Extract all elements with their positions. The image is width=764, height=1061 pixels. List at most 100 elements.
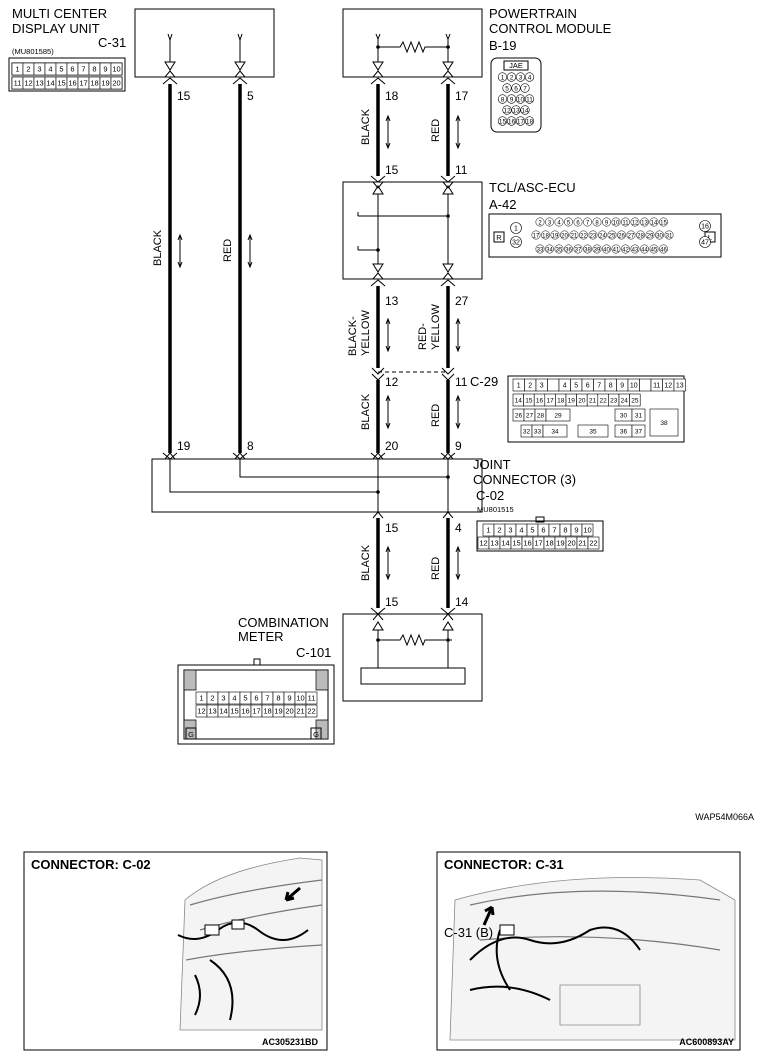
a42-pin-11: 11	[622, 221, 629, 227]
c29-pin-35-cell	[577, 424, 609, 438]
c31-pin-15: 15	[57, 79, 65, 88]
a42-pin-34: 34	[546, 248, 553, 254]
label-black-pcm: BLACK	[360, 108, 372, 145]
c29-pin-14: 14	[515, 397, 523, 404]
c101-pin-17: 17	[252, 707, 260, 716]
a42-pin-12-ring	[630, 217, 640, 227]
c31-pin-4: 4	[48, 65, 52, 74]
a42-pin-44-ring	[640, 244, 649, 254]
c02-pin-9: 9	[574, 526, 578, 535]
label-red-mcdu: RED	[222, 239, 234, 262]
a42-pin-40: 40	[603, 248, 610, 254]
c29-pin-25-cell	[629, 393, 641, 407]
a42-pin-41: 41	[613, 248, 620, 254]
a42-pin-2-ring	[535, 217, 545, 227]
c101-pin-2: 2	[210, 694, 214, 703]
mcdu-title-line1: MULTI CENTER	[12, 6, 107, 21]
a42-pin-4-ring	[554, 217, 564, 227]
a42-pin-31-ring	[664, 230, 674, 240]
label-red-pcm: RED	[430, 119, 442, 142]
c31-pin-13: 13	[35, 79, 43, 88]
label-black-meter: BLACK	[360, 544, 372, 581]
a42-pin-14-ring	[649, 217, 659, 227]
pcm-title-line1: POWERTRAIN	[489, 6, 577, 21]
c02-pin-3: 3	[508, 526, 512, 535]
c29-pin-15: 15	[525, 397, 533, 404]
a42-pin-39-ring	[592, 244, 602, 254]
b19-pin-3: 3	[519, 75, 523, 82]
signal-direction-arrows	[177, 114, 461, 581]
a42-pin-5: 5	[567, 221, 571, 227]
a42-pin-25: 25	[609, 234, 616, 240]
c31-pin-16: 16	[68, 79, 76, 88]
a42-side-pin-47: 47	[701, 240, 709, 247]
joint-bottom-terminals	[372, 511, 454, 519]
a42-side-pin-16: 16	[701, 224, 709, 231]
c101-pin-14: 14	[219, 707, 227, 716]
c02-pin-10-cell	[581, 523, 594, 537]
c29-pin-4: 4	[563, 383, 567, 390]
pcm-connector-id: B-19	[489, 38, 516, 53]
pin-meter-14: 14	[455, 595, 469, 609]
a42-pin-8: 8	[595, 221, 599, 227]
c101-pin-7: 7	[265, 694, 269, 703]
joint-part-number: MU801515	[477, 505, 514, 514]
c29-connector-id: C-29	[470, 374, 498, 389]
c29-pin-13: 13	[676, 383, 684, 390]
c101-pin-5: 5	[243, 694, 247, 703]
b19-pin-15: 15	[499, 119, 507, 126]
a42-pin-29-ring	[645, 230, 655, 240]
c29-pin-33: 33	[534, 428, 542, 435]
c29-pin-29-cell	[545, 408, 571, 422]
pin-c29-12: 12	[385, 375, 399, 389]
c101-pin-20: 20	[285, 707, 293, 716]
c02-pin-19: 19	[556, 539, 564, 548]
c101-pin-6: 6	[254, 694, 258, 703]
a42-pin-13: 13	[641, 221, 648, 227]
a42-pin-18-ring	[541, 230, 550, 240]
c29-pin-30: 30	[620, 412, 628, 419]
a42-pin-9-ring	[602, 217, 611, 227]
a42-pin-3: 3	[548, 221, 552, 227]
b19-pin-16: 16	[508, 119, 516, 126]
pin-c29-11: 11	[455, 375, 468, 389]
photo-panel-c31: CONNECTOR: C-31 C-31 (B) AC600893AY	[436, 851, 741, 1051]
label-red-yellow-2: YELLOW	[430, 304, 442, 350]
c29-pin-5: 5	[574, 383, 578, 390]
mcdu-box	[134, 8, 275, 78]
pin-mcdu-5: 5	[247, 89, 254, 103]
c101-ground-right: G	[313, 730, 319, 739]
c101-pin-10: 10	[296, 694, 304, 703]
photo-c02-code: AC305231BD	[262, 1037, 319, 1047]
b19-pin-11-ring	[524, 94, 535, 104]
c101-pin-12: 12	[197, 707, 205, 716]
pin-joint-15: 15	[385, 521, 399, 535]
b19-pin-14: 14	[521, 108, 529, 115]
c02-pin-5: 5	[530, 526, 534, 535]
pcm-box	[342, 8, 483, 78]
label-black-mcdu: BLACK	[152, 229, 164, 266]
c02-pin-14: 14	[501, 539, 509, 548]
a42-pin-3-ring	[545, 217, 554, 227]
c31-pin-12: 12	[24, 79, 32, 88]
c02-pin-7: 7	[552, 526, 556, 535]
b19-pin-12-ring	[502, 105, 512, 115]
c101-pin-22-cell	[305, 704, 318, 718]
a42-pin-24: 24	[599, 234, 606, 240]
c31-pin-8: 8	[92, 65, 96, 74]
a42-pin-28: 28	[637, 234, 644, 240]
a42-pin-20: 20	[561, 234, 568, 240]
b19-pin-1: 1	[501, 75, 505, 82]
joint-connector-box	[151, 458, 483, 513]
a42-pin-22: 22	[580, 234, 587, 240]
a42-pin-38: 38	[584, 248, 591, 254]
c29-pin-7: 7	[597, 383, 601, 390]
a42-pin-7-ring	[583, 217, 592, 227]
a42-pin-9: 9	[605, 221, 609, 227]
c101-pin-11: 11	[308, 694, 316, 703]
a42-pin-45: 45	[651, 248, 658, 254]
pin-numbers: 15 5 18 17 15 11 13 27 12 11 19 8 20 9 1…	[177, 89, 469, 609]
c31-pin-20-cell	[110, 76, 123, 90]
c29-pin-13-cell	[673, 378, 686, 392]
